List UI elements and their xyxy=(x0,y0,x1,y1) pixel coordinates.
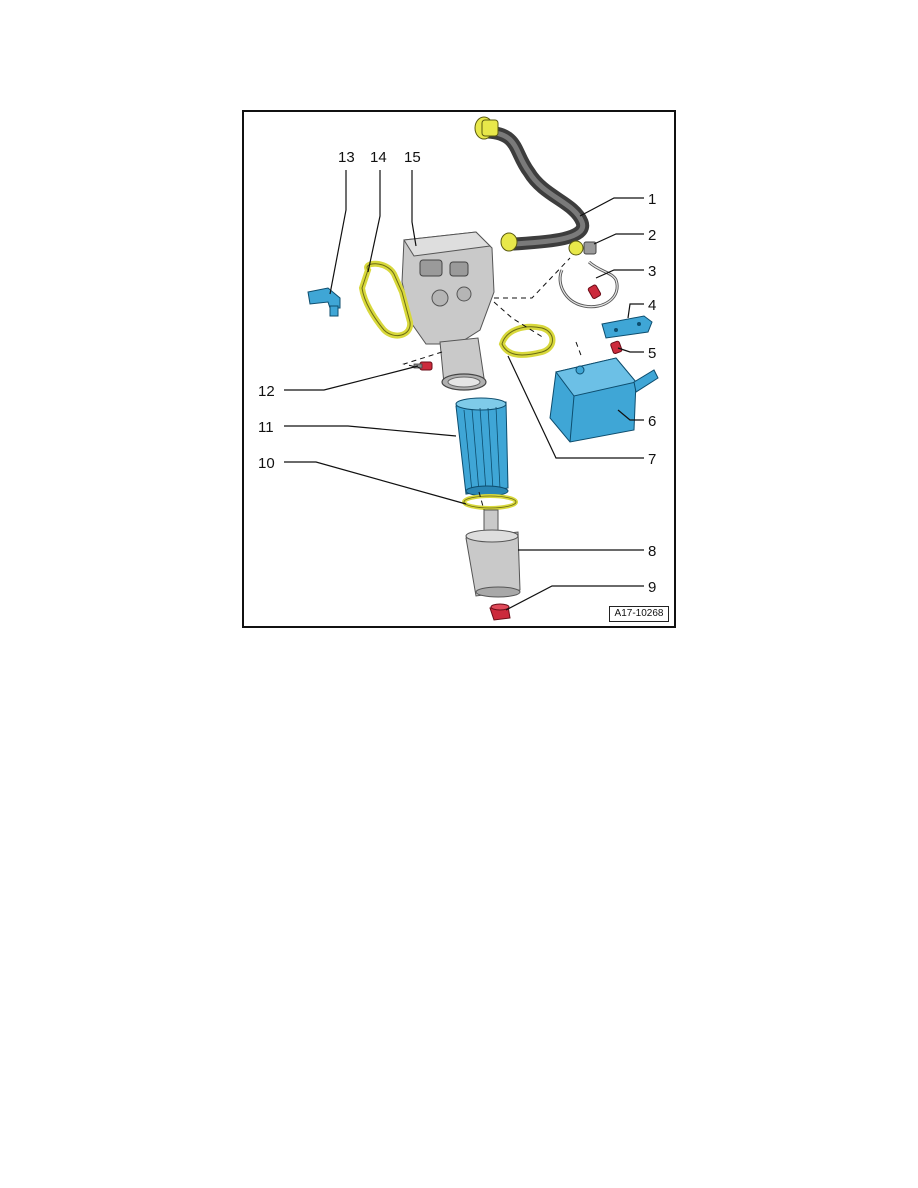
callout-2: 2 xyxy=(648,227,656,244)
o-ring-10 xyxy=(462,494,518,510)
oil-cooler xyxy=(549,357,659,443)
callout-9: 9 xyxy=(648,579,656,596)
callout-6: 6 xyxy=(648,413,656,430)
callout-15: 15 xyxy=(404,149,421,166)
callout-3: 3 xyxy=(648,263,656,280)
hose-lower-fitting xyxy=(500,232,518,252)
pressure-sensor xyxy=(568,240,597,256)
callout-13: 13 xyxy=(338,149,355,166)
callout-14: 14 xyxy=(370,149,387,166)
sensor-13 xyxy=(307,287,341,317)
wiring-bracket xyxy=(558,260,619,309)
diagram-canvas: 13 14 15 1 2 3 4 5 6 7 8 9 12 11 10 xyxy=(258,116,659,621)
oil-hose xyxy=(474,116,590,252)
callout-8: 8 xyxy=(648,543,656,560)
assembly-lines xyxy=(402,257,583,511)
filter-element xyxy=(455,397,509,497)
callout-10: 10 xyxy=(258,455,275,472)
gasket-7 xyxy=(498,323,556,358)
callout-5: 5 xyxy=(648,345,656,362)
gasket-14 xyxy=(358,260,414,339)
callout-11: 11 xyxy=(258,419,274,436)
figure-reference-label: A17-10268 xyxy=(609,606,669,622)
blue-bracket xyxy=(601,315,653,339)
callout-numbers: 13 14 15 1 2 3 4 5 6 7 8 9 12 11 10 xyxy=(258,149,656,596)
bolt-5 xyxy=(610,340,623,355)
drain-plug xyxy=(489,603,511,621)
callout-1: 1 xyxy=(648,191,656,208)
exploded-parts-diagram: 13 14 15 1 2 3 4 5 6 7 8 9 12 11 10 A17-… xyxy=(242,110,676,628)
filter-housing xyxy=(401,231,495,391)
callout-7: 7 xyxy=(648,451,656,468)
filter-cap xyxy=(465,509,521,598)
leader-lines xyxy=(284,170,644,611)
callout-4: 4 xyxy=(648,297,656,314)
callout-12: 12 xyxy=(258,383,275,400)
